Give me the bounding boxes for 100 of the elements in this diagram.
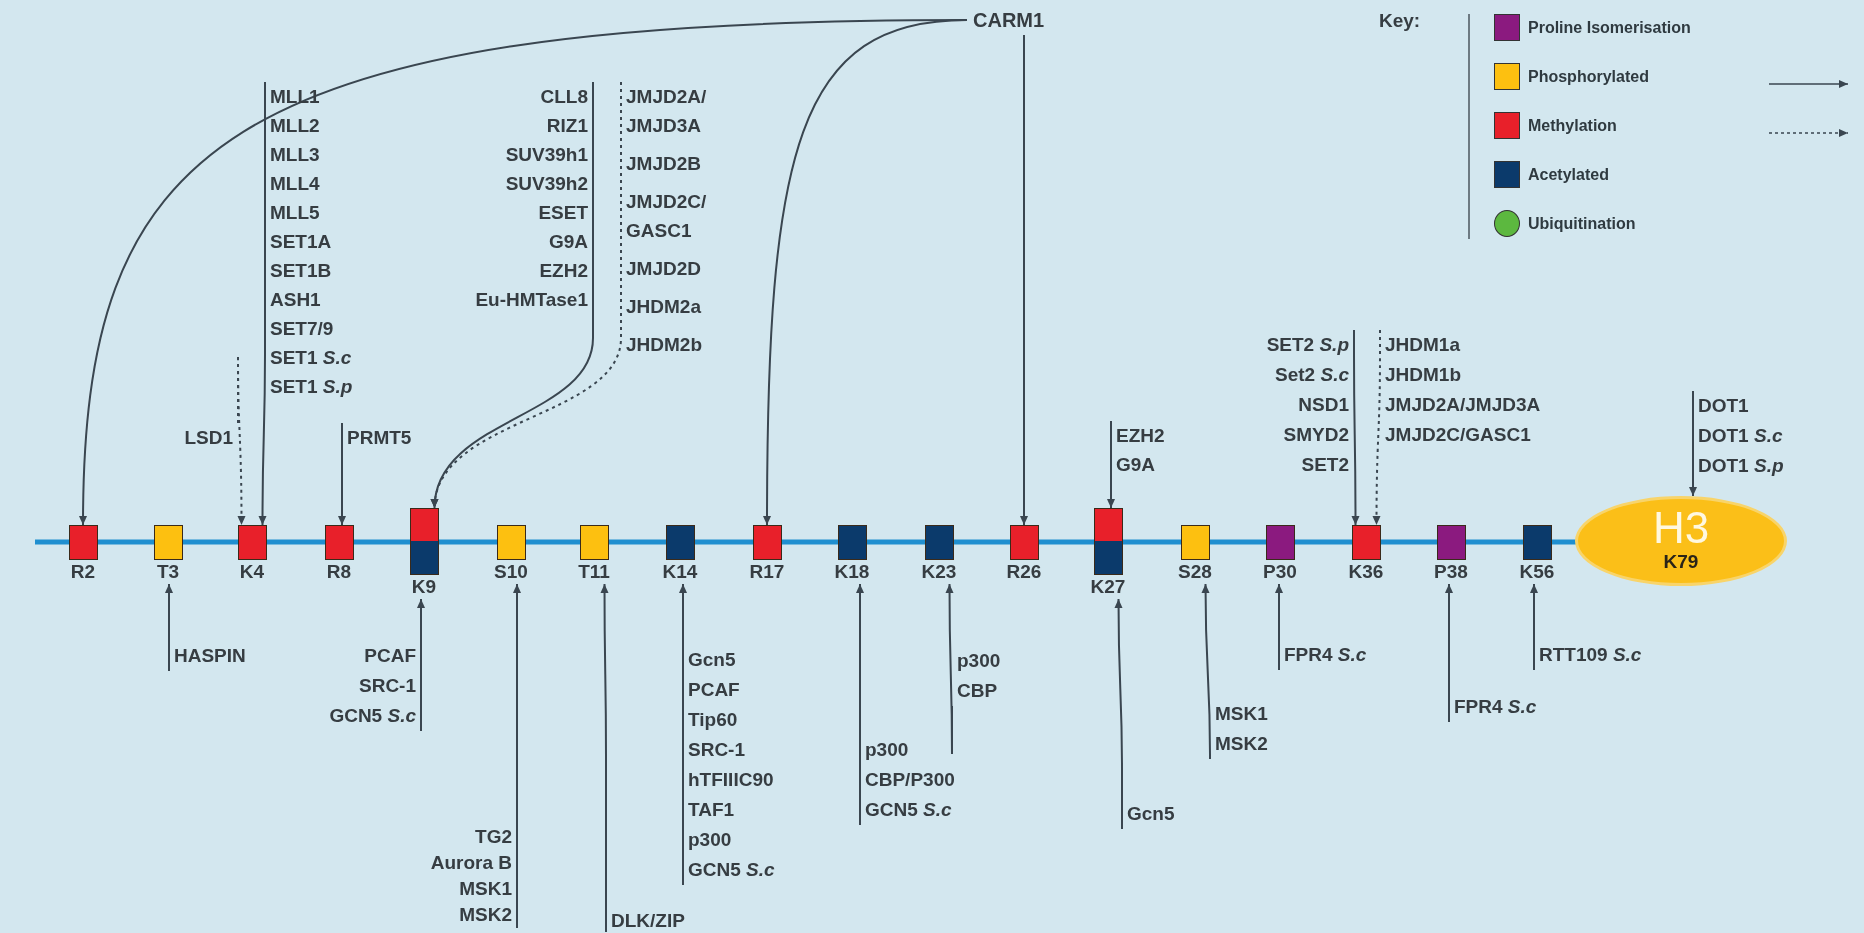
arrow [763, 19, 968, 526]
enzyme-name: JMJD2C/ GASC1 [626, 190, 708, 243]
enzyme-name: SUV39h2 [504, 172, 588, 196]
arrow [945, 583, 954, 755]
residue-label: K9 [411, 575, 437, 599]
arrow [856, 583, 864, 826]
arrow [1201, 583, 1211, 760]
enzyme-name: JMJD2A/ JMJD3A [626, 85, 708, 138]
enzyme-name: SMYD2 [1282, 423, 1349, 447]
legend-label: Proline Isomerisation [1528, 19, 1691, 37]
arrow [1351, 329, 1360, 526]
enzyme-name: PCAF [688, 678, 741, 702]
arrow [1530, 583, 1538, 671]
enzyme-name: SET7/9 [270, 317, 335, 341]
dotted-arrow [1372, 329, 1381, 526]
enzyme-name: PRMT5 [347, 426, 412, 450]
enzyme-name: FPR4 S.c [1284, 643, 1367, 667]
residue-label: K18 [834, 560, 870, 584]
arrow [600, 583, 609, 933]
arrow [1445, 583, 1453, 723]
enzyme-name: GCN5 S.c [688, 858, 775, 882]
enzyme-name: DOT1 S.c [1698, 424, 1784, 448]
enzyme-name: MLL5 [270, 201, 321, 225]
residue-label: K23 [921, 560, 957, 584]
residue-label: K27 [1090, 575, 1126, 599]
enzyme-name: G9A [1116, 453, 1157, 477]
residue-label: S28 [1178, 560, 1212, 584]
arrow [165, 583, 173, 672]
enzyme-name: SET1A [270, 230, 333, 254]
dotted-arrow [237, 354, 246, 526]
enzyme-name: JHDM1a [1385, 333, 1461, 357]
enzyme-name: Tip60 [688, 708, 739, 732]
enzyme-name: TG2 [474, 825, 512, 849]
enzyme-name: SET1 S.p [270, 375, 353, 399]
enzyme-name: DOT1 S.p [1698, 454, 1784, 478]
enzyme-name: MLL3 [270, 143, 321, 167]
enzyme-name: SET1 S.c [270, 346, 353, 370]
legend-label: Ubiquitination [1528, 215, 1636, 233]
enzyme-name: CLL8 [539, 85, 588, 109]
enzyme-name: LSD1 [184, 426, 233, 450]
residue-label: K36 [1348, 560, 1384, 584]
arrow [1275, 583, 1283, 671]
residue-label: R8 [326, 560, 352, 584]
enzyme-name: GCN5 S.c [329, 704, 416, 728]
enzyme-name: DLK/ZIP [611, 910, 685, 932]
enzyme-name: MLL2 [270, 114, 321, 138]
enzyme-name: MLL1 [270, 85, 321, 109]
arrow [1689, 390, 1697, 497]
enzyme-name: JMJD2D [626, 257, 702, 281]
residue-label: K4 [239, 560, 265, 584]
enzyme-name: ASH1 [270, 288, 322, 312]
enzyme-name: p300 [688, 828, 733, 852]
enzyme-name: NSD1 [1297, 393, 1349, 417]
enzyme-name: GCN5 S.c [865, 798, 953, 822]
enzyme-name: SET1B [270, 259, 333, 283]
enzyme-name: RTT109 S.c [1539, 643, 1642, 667]
arrow [1020, 34, 1028, 526]
enzyme-name: MSK2 [1215, 732, 1268, 756]
enzyme-name: CBP/P300 [865, 768, 955, 792]
residue-label: P38 [1434, 560, 1468, 584]
arrow [513, 583, 521, 929]
enzyme-name: G9A [547, 230, 588, 254]
residue-label: S10 [494, 560, 528, 584]
legend-label: Acetylated [1528, 166, 1609, 184]
residue-label: R17 [749, 560, 785, 584]
enzyme-name: TAF1 [688, 798, 736, 822]
dotted-arrow [432, 81, 622, 509]
enzyme-name: p300 [957, 649, 1001, 673]
enzyme-name: MSK1 [1215, 702, 1268, 726]
enzyme-name: SRC-1 [358, 674, 416, 698]
enzyme-name: JHDM1b [1385, 363, 1462, 387]
enzyme-name: FPR4 S.c [1454, 695, 1537, 719]
enzyme-name: SUV39h1 [504, 143, 588, 167]
legend-label: Methylation [1528, 117, 1617, 135]
enzyme-name: CARM1 [973, 8, 1045, 33]
residue-label: T3 [156, 560, 180, 584]
histone-name: H3 [1652, 505, 1710, 551]
enzyme-name: SET2 S.p [1266, 333, 1349, 357]
residue-label: K79 [1663, 551, 1699, 573]
enzyme-name: RIZ1 [545, 114, 588, 138]
arrow [1114, 598, 1123, 830]
residue-label: P30 [1263, 560, 1297, 584]
residue-label: K14 [662, 560, 698, 584]
legend-label: Phosphorylated [1528, 68, 1649, 86]
enzyme-name: p300 [865, 738, 910, 762]
arrow [679, 583, 687, 886]
enzyme-name: JMJD2A/JMJD3A [1385, 393, 1541, 417]
enzyme-name: Gcn5 [688, 648, 737, 672]
legend-title: Key: [1379, 10, 1421, 32]
arrow [1107, 420, 1115, 509]
arrow [258, 81, 267, 526]
residue-label: K56 [1519, 560, 1555, 584]
enzyme-name: SRC-1 [688, 738, 746, 762]
arrow [417, 598, 425, 732]
enzyme-name: HASPIN [174, 644, 246, 668]
residue-label: R26 [1006, 560, 1042, 584]
residue-label: R2 [70, 560, 96, 584]
enzyme-name: ESET [537, 201, 588, 225]
enzyme-name: Gcn5 [1127, 802, 1175, 826]
enzyme-name: Set2 S.c [1274, 363, 1349, 387]
